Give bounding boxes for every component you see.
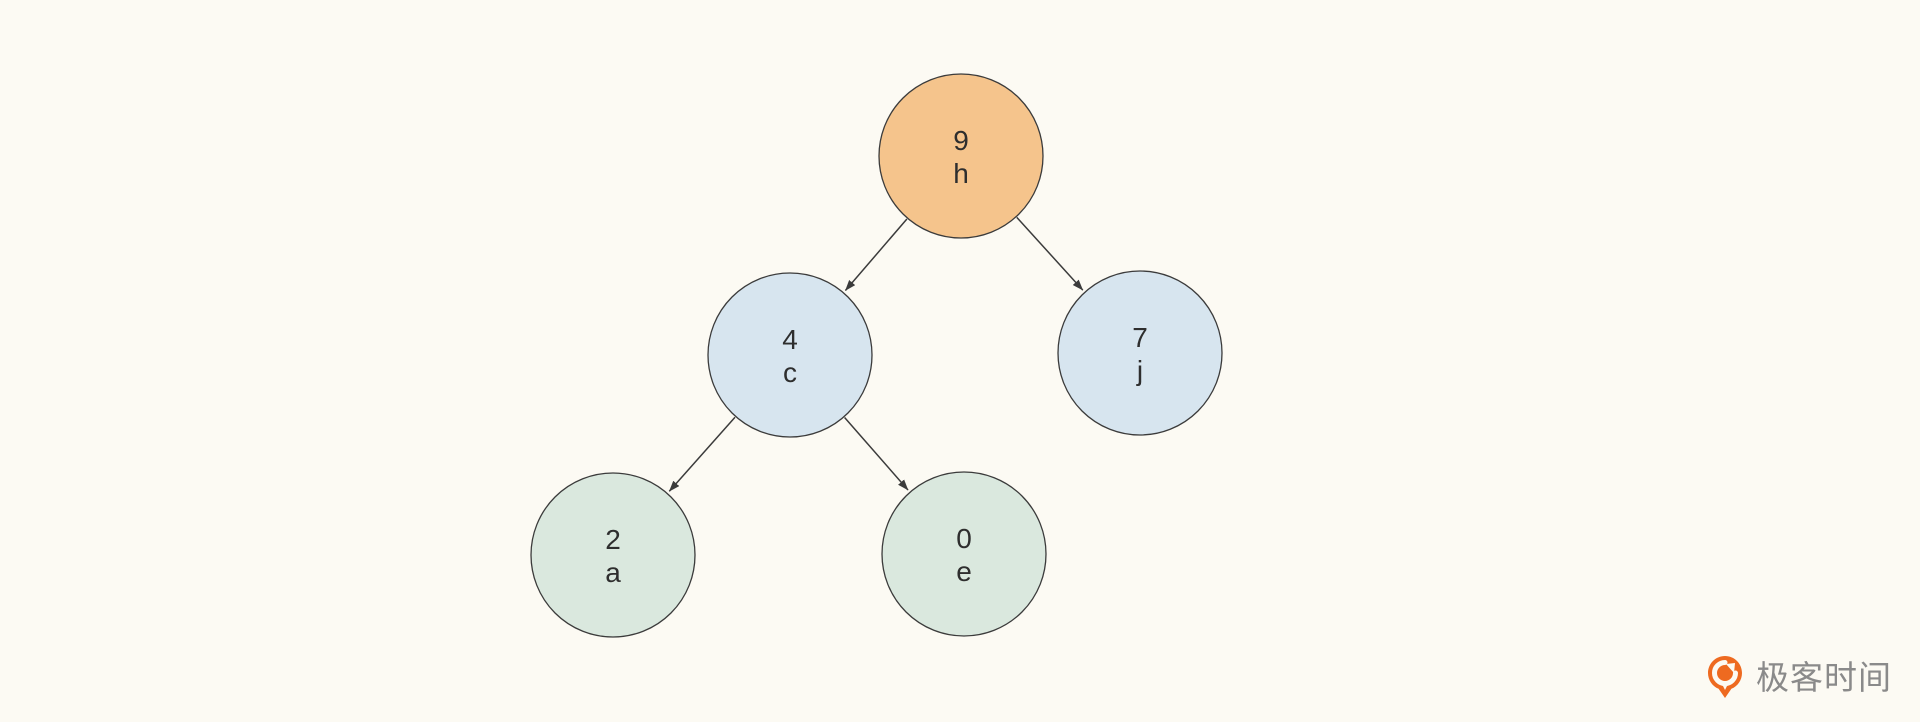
node-value-a: 2 [605,524,621,555]
tree-node-h: 9h [878,73,1044,239]
geektime-logo-icon [1706,654,1744,700]
brand-logo: 极客时间 [1706,654,1892,700]
tree-edge-h-c [844,218,908,291]
node-value-h: 9 [953,125,969,156]
tree-edge-c-e [844,417,909,491]
node-value-c: 4 [782,324,798,355]
tree-node-circle-c [707,272,873,438]
node-label-e: e [956,556,972,587]
node-value-j: 7 [1132,322,1148,353]
node-value-e: 0 [956,523,972,554]
tree-node-circle-j [1057,270,1223,436]
tree-node-circle-e [881,471,1047,637]
tree-node-circle-a [530,472,696,638]
tree-node-j: 7j [1057,270,1223,436]
tree-node-c: 4c [707,272,873,438]
node-label-c: c [783,357,797,388]
node-label-h: h [953,158,969,189]
node-label-j: j [1136,355,1143,386]
tree-edge-h-j [1016,216,1084,291]
tree-node-circle-h [878,73,1044,239]
tree-edges [668,216,1084,492]
tree-node-e: 0e [881,471,1047,637]
tree-edge-c-a [668,416,736,492]
geektime-logo-text: 极客时间 [1756,658,1892,696]
node-label-a: a [605,557,621,588]
tree-node-a: 2a [530,472,696,638]
